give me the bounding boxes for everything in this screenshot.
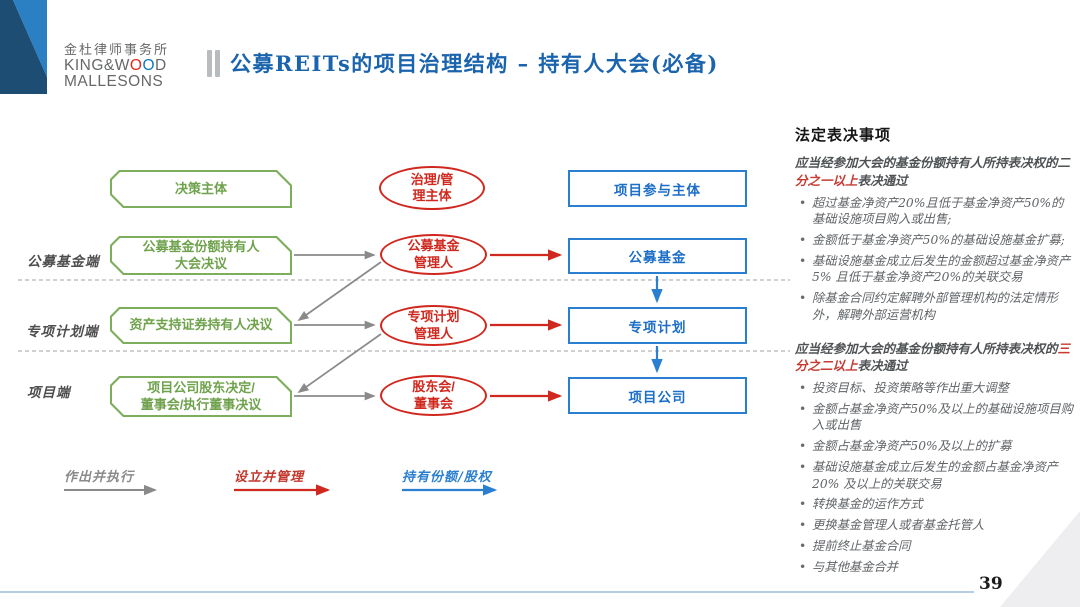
kwm-logo: 金杜律师事务所 KING&WOOD MALLESONS: [64, 42, 169, 90]
bullet-item: 金额占基金净资产50%及以上的基础设施项目购入或出售: [799, 401, 1075, 434]
half-majority-bullet-list: 超过基金净资产20%且低于基金净资产50%的基础设施项目购入或出售; 金额低于基…: [795, 195, 1075, 324]
corner-brand-graphic: [0, 0, 47, 94]
participant-box-special-plan: 专项计划: [568, 307, 747, 344]
panel-intro-two-thirds-majority: 应当经参加大会的基金份额持有人所持表决权的三分之二以上表决通过: [795, 340, 1075, 376]
decision-column-header: 决策主体: [110, 170, 292, 208]
intro-text: 应当经参加大会的基金份额持有人所持表决权的: [795, 340, 1058, 356]
logo-english-line1: KING&WOOD: [64, 58, 169, 74]
bullet-item: 更换基金管理人或者基金托管人: [799, 517, 1075, 534]
decision-box-label: 资产支持证券持有人决议: [129, 317, 273, 333]
legend-label-make-execute: 作出并执行: [64, 470, 135, 485]
gbox-fill: [112, 172, 290, 206]
legend-label-hold-share: 持有份额/股权: [402, 470, 492, 485]
participant-box-project-company: 项目公司: [568, 377, 747, 414]
bullet-item: 基础设施基金成立后发生的金额占基金净资产20% 及以上的关联交易: [799, 459, 1075, 492]
logo-english-line2: MALLESONS: [64, 73, 164, 90]
row-label-special-plan-side: 专项计划端: [26, 324, 99, 340]
bullet-item: 除基金合同约定解聘外部管理机构的法定情形外，解聘外部运营机构: [799, 290, 1075, 323]
title-block: 公募REITs的项目治理结构 – 持有人大会(必备): [207, 48, 719, 78]
decision-box-label: 公募基金份额持有人 大会决议: [142, 238, 260, 271]
decision-box-abs-holders: 资产支持证券持有人决议: [110, 307, 292, 344]
intro-red-highlight: 三分之二以上: [795, 340, 1071, 374]
statutory-voting-panel: 法定表决事项 应当经参加大会的基金份额持有人所持表决权的二分之一以上表决通过 超…: [795, 124, 1075, 591]
gbox-fill: [112, 309, 290, 342]
navy-triangle: [0, 0, 47, 94]
bullet-item: 超过基金净资产20%且低于基金净资产50%的基础设施项目购入或出售;: [799, 195, 1075, 228]
row-label-public-fund-side: 公募基金端: [27, 254, 100, 270]
intro-text: 应当经参加大会的基金份额持有人所持表决权的二: [795, 155, 1071, 170]
intro-red-highlight: 分之一以上: [795, 172, 858, 188]
participant-box-public-fund: 公募基金: [568, 238, 747, 274]
participant-column-header: 项目参与主体: [568, 170, 747, 207]
decision-box-label: 项目公司股东决定/ 董事会/执行董事决议: [140, 379, 262, 412]
row-label-project-side: 项目端: [27, 385, 71, 401]
bullet-item: 金额低于基金净资产50%的基础设施基金扩募;: [799, 232, 1075, 249]
logo-blue-o: O: [142, 57, 155, 74]
governance-column-header: 治理/管 理主体: [379, 166, 485, 210]
make-execute-diagonal-arrow: [297, 333, 382, 393]
bullet-item: 基础设施基金成立后发生的金额超过基金净资产5% 且低于基金净资产20%的关联交易: [799, 253, 1075, 286]
bullet-item: 投资目标、投资策略等作出重大调整: [799, 380, 1075, 397]
governance-oval-plan-manager: 专项计划 管理人: [380, 305, 487, 346]
panel-title: 法定表决事项: [795, 126, 892, 144]
gbox-fill: [112, 238, 290, 273]
two-thirds-majority-bullet-list: 投资目标、投资策略等作出重大调整 金额占基金净资产50%及以上的基础设施项目购入…: [795, 380, 1075, 575]
bullet-item: 转换基金的运作方式: [799, 496, 1075, 513]
logo-red-o: O: [129, 57, 143, 74]
page-number: 39: [979, 574, 1003, 594]
bullet-item: 与其他基金合并: [799, 559, 1075, 576]
title-accent-bar: [207, 49, 212, 77]
bullet-item: 金额占基金净资产50%及以上的扩募: [799, 438, 1075, 455]
bullet-item: 提前终止基金合同: [799, 538, 1075, 555]
panel-intro-half-majority: 应当经参加大会的基金份额持有人所持表决权的二分之一以上表决通过: [795, 154, 1075, 190]
legend-label-establish-manage: 设立并管理: [234, 470, 305, 485]
decision-box-fund-holders-meeting: 公募基金份额持有人 大会决议: [110, 236, 292, 275]
logo-chinese-name: 金杜律师事务所: [64, 42, 170, 57]
logo-kingw: KING&W: [64, 57, 130, 74]
decision-header-label: 决策主体: [174, 180, 227, 196]
page-title: 公募REITs的项目治理结构 – 持有人大会(必备): [230, 51, 719, 76]
lightblue-triangle: [13, 0, 47, 77]
make-execute-diagonal-arrow: [297, 261, 382, 321]
gbox-fill: [112, 378, 290, 415]
governance-oval-fund-manager: 公募基金 管理人: [380, 234, 487, 275]
intro-text: 表决通过: [857, 358, 908, 374]
footer-rule: [0, 591, 974, 593]
intro-text: 表决通过: [857, 172, 908, 188]
decision-box-project-shareholder: 项目公司股东决定/ 董事会/执行董事决议: [110, 376, 292, 417]
title-accent-bar: [215, 49, 220, 77]
logo-d: D: [155, 57, 167, 74]
governance-oval-shareholder-board: 股东会/ 董事会: [380, 375, 487, 416]
